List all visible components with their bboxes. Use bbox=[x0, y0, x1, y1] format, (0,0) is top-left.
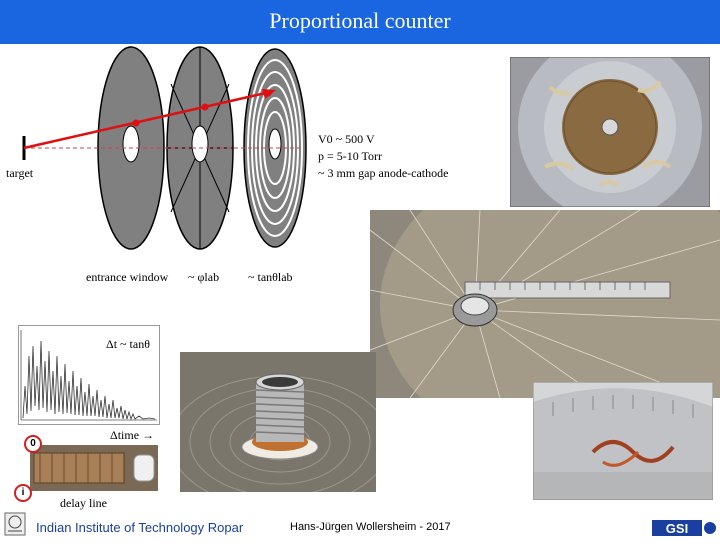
time-spectrum-plot bbox=[18, 325, 160, 425]
wiring-photo bbox=[533, 382, 713, 500]
counter-diagram bbox=[22, 46, 307, 250]
marker-i-text: i bbox=[21, 487, 25, 498]
particle-trajectory bbox=[23, 90, 271, 150]
entrance-window-label: entrance window bbox=[86, 270, 169, 284]
marker-i: i bbox=[14, 484, 32, 502]
marker-0: 0 bbox=[24, 435, 42, 453]
tan-ring-disk bbox=[243, 48, 307, 248]
param-pressure: p = 5-10 Torr bbox=[318, 149, 383, 163]
marker-0-text: 0 bbox=[30, 438, 36, 449]
delay-line-photo bbox=[30, 445, 158, 491]
page-title: Proportional counter bbox=[269, 8, 451, 33]
threaded-cylinder-photo bbox=[180, 352, 376, 492]
anode-wires-photo bbox=[370, 210, 720, 398]
tan-label: ~ tanθlab bbox=[248, 270, 293, 284]
dt-relation-label: Δt ~ tanθ bbox=[106, 337, 150, 351]
target-label: target bbox=[6, 166, 34, 180]
delay-line-label: delay line bbox=[60, 496, 107, 510]
institute-name: Indian Institute of Technology Ropar bbox=[36, 520, 244, 535]
time-axis-label: Δtime → bbox=[110, 428, 155, 442]
author-credit: Hans-Jürgen Wollersheim - 2017 bbox=[290, 521, 451, 533]
title-bar bbox=[0, 0, 720, 44]
phi-label: ~ φlab bbox=[188, 270, 220, 284]
param-voltage: V0 ~ 500 V bbox=[318, 132, 375, 146]
detector-frame-photo bbox=[510, 57, 710, 207]
gsi-logo-text: GSI bbox=[666, 521, 688, 536]
gsi-logo: GSI bbox=[652, 518, 718, 538]
param-gap: ~ 3 mm gap anode-cathode bbox=[318, 166, 449, 180]
institute-logo bbox=[4, 512, 26, 536]
